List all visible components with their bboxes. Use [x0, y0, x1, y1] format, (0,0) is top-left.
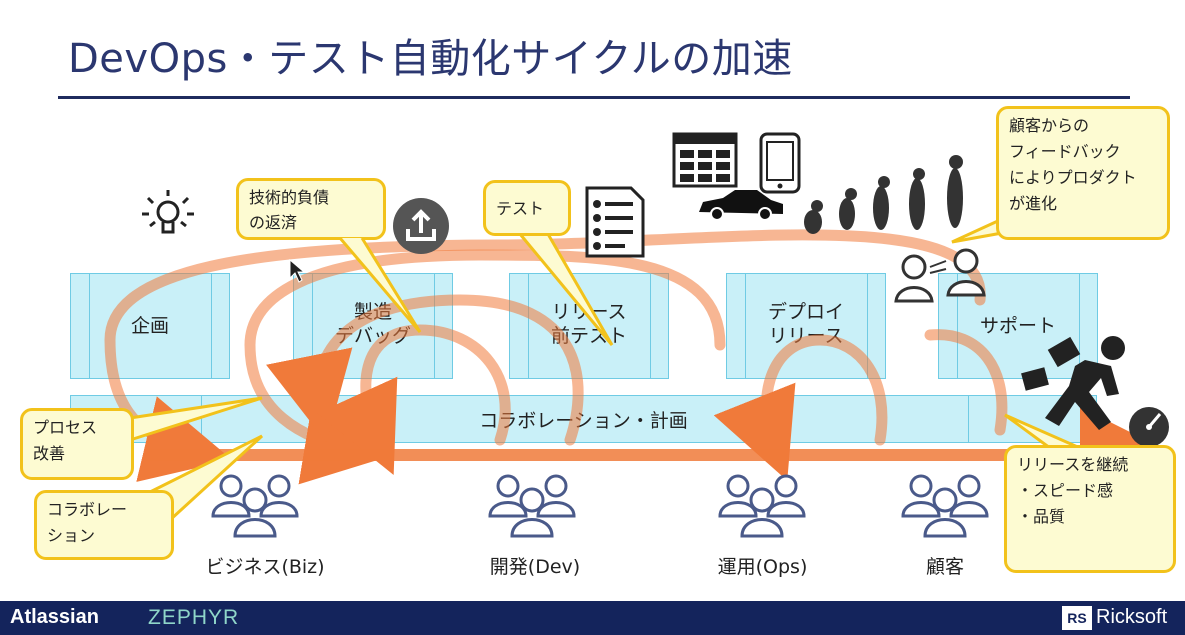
callout-tech-debt: 技術的負債 の返済 [236, 178, 386, 240]
callout-process-improvement: プロセス 改善 [20, 408, 134, 480]
page-title: DevOps・テスト自動化サイクルの加速 [68, 36, 793, 82]
checklist-document-icon [585, 186, 645, 258]
actor-development: 開発(Dev) [489, 556, 581, 578]
stage-label: サポート [979, 315, 1056, 337]
user-group-icon [488, 474, 576, 538]
callout-collaboration: コラボレー ション [34, 490, 174, 560]
stage-support: サポート [938, 273, 1098, 379]
ops-cycle-arrow [713, 334, 888, 481]
actor-operations: 運用(Ops) [717, 556, 808, 578]
browser-window-icon [672, 132, 738, 188]
ricksoft-mark: RS [1062, 606, 1092, 630]
callout-pointer-test [518, 233, 614, 346]
stage-label: 企画 [130, 315, 169, 337]
outer-cycle-arrow [104, 229, 986, 482]
zephyr-logo: ZEPHYR [148, 606, 240, 629]
lightbulb-icon [142, 190, 194, 234]
callout-test: テスト [483, 180, 571, 236]
speedometer-icon [1129, 407, 1169, 447]
running-businessman-icon [1021, 336, 1125, 430]
callout-feedback: 顧客からの フィードバック によりプロダクト が進化 [996, 106, 1170, 240]
human-evolution-icon [804, 155, 963, 234]
user-group-icon [901, 474, 989, 538]
support-cycle-arrow [924, 329, 1008, 436]
collaboration-band-label: コラボレーション・計画 [479, 410, 688, 432]
actor-business: ビジネス(Biz) [205, 556, 325, 578]
callout-pointer-collab [149, 434, 264, 522]
callout-continuous-release: リリースを継続 ・スピード感 ・品質 [1004, 445, 1176, 573]
test-cycle-arrow [266, 294, 584, 446]
car-icon [699, 190, 783, 221]
callout-pointer-continuous [1004, 413, 1081, 450]
smartphone-icon [759, 132, 801, 194]
conversation-icon [894, 248, 986, 303]
user-group-icon [718, 474, 806, 538]
user-group-icon [211, 474, 299, 538]
title-underline [58, 96, 1130, 99]
actor-customer: 顧客 [925, 556, 964, 578]
callout-pointer-process [129, 396, 263, 442]
mouse-cursor-icon [289, 258, 306, 283]
atlassian-logo: Atlassian [10, 606, 99, 628]
footer-bar: Atlassian ZEPHYR RS Ricksoft [0, 601, 1185, 635]
callout-pointer-tech-debt [338, 237, 422, 333]
upload-icon [393, 198, 449, 254]
ricksoft-logo: Ricksoft [1096, 606, 1168, 628]
